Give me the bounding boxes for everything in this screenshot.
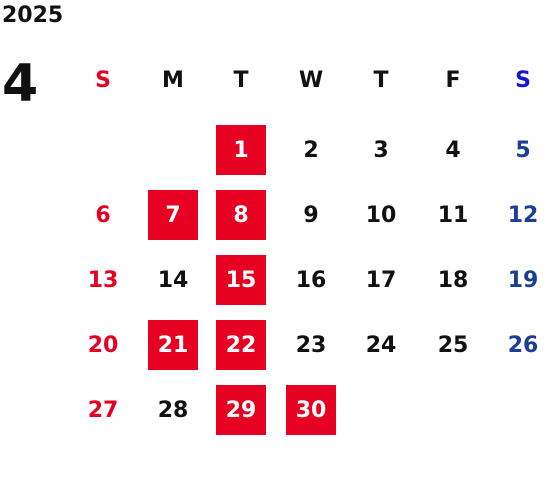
- day-cell-17[interactable]: 17: [365, 267, 397, 293]
- day-cell-13[interactable]: 13: [87, 267, 119, 293]
- day-cell-20[interactable]: 20: [87, 332, 119, 358]
- day-cell-19[interactable]: 19: [507, 267, 539, 293]
- day-cell-6[interactable]: 6: [95, 202, 111, 228]
- day-cell-21[interactable]: 21: [148, 320, 198, 370]
- weekday-header-saturday: S: [515, 68, 531, 93]
- weekday-header-wednesday: W: [298, 68, 324, 93]
- day-cell-7[interactable]: 7: [148, 190, 198, 240]
- day-cell-11[interactable]: 11: [437, 202, 469, 228]
- day-cell-24[interactable]: 24: [365, 332, 397, 358]
- day-cell-2[interactable]: 2: [303, 137, 319, 163]
- weekday-header-thursday: T: [373, 68, 389, 93]
- day-cell-1[interactable]: 1: [216, 125, 266, 175]
- day-cell-29[interactable]: 29: [216, 385, 266, 435]
- day-cell-22[interactable]: 22: [216, 320, 266, 370]
- weekday-header-tuesday: T: [233, 68, 249, 93]
- month-number: 4: [2, 54, 39, 114]
- day-cell-8[interactable]: 8: [216, 190, 266, 240]
- year-label: 2025: [2, 3, 64, 28]
- weekday-header-friday: F: [445, 68, 461, 93]
- weekday-header-monday: M: [162, 68, 184, 93]
- day-cell-25[interactable]: 25: [437, 332, 469, 358]
- day-cell-9[interactable]: 9: [303, 202, 319, 228]
- day-cell-3[interactable]: 3: [373, 137, 389, 163]
- day-cell-14[interactable]: 14: [157, 267, 189, 293]
- day-cell-12[interactable]: 12: [507, 202, 539, 228]
- day-cell-16[interactable]: 16: [295, 267, 327, 293]
- day-cell-26[interactable]: 26: [507, 332, 539, 358]
- day-cell-5[interactable]: 5: [515, 137, 531, 163]
- day-cell-4[interactable]: 4: [445, 137, 461, 163]
- day-cell-27[interactable]: 27: [87, 397, 119, 423]
- day-cell-15[interactable]: 15: [216, 255, 266, 305]
- day-cell-18[interactable]: 18: [437, 267, 469, 293]
- day-cell-23[interactable]: 23: [295, 332, 327, 358]
- day-cell-10[interactable]: 10: [365, 202, 397, 228]
- weekday-header-sunday: S: [95, 68, 111, 93]
- day-cell-30[interactable]: 30: [286, 385, 336, 435]
- day-cell-28[interactable]: 28: [157, 397, 189, 423]
